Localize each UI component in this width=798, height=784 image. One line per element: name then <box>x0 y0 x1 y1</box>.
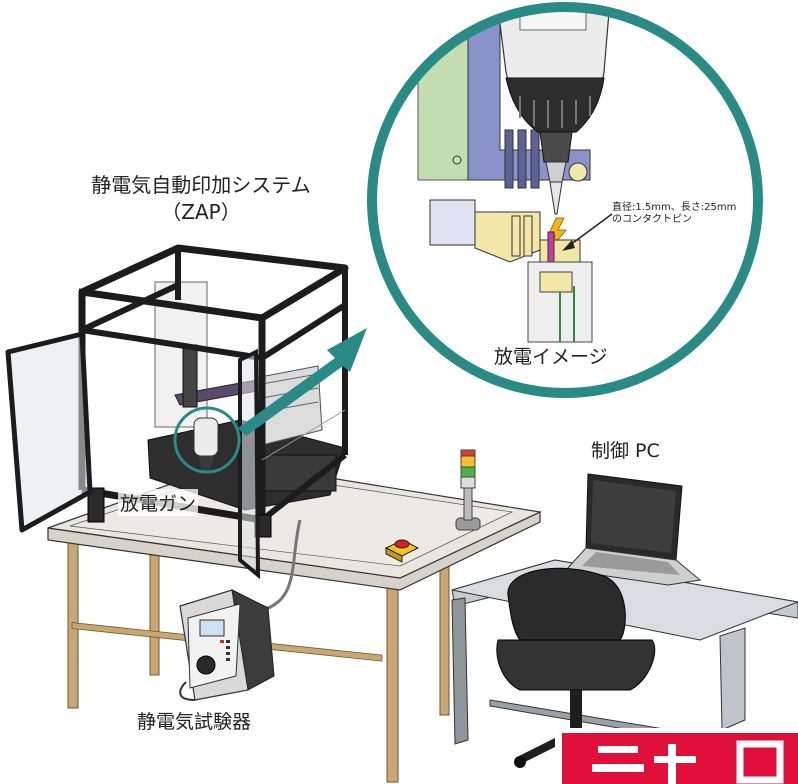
contact-pin-line1: 直径:1.5mm、長さ:25mm <box>612 202 737 213</box>
esd-tester <box>179 519 302 701</box>
discharge-gun-callout <box>173 328 367 474</box>
system-title-line2: （ZAP） <box>161 200 241 224</box>
control-pc-label: 制御 PC <box>591 440 660 462</box>
contact-pin-line2: のコンタクトピン <box>612 214 692 225</box>
magnified-view <box>367 2 763 398</box>
esd-tester-label: 静電気試験器 <box>137 711 252 733</box>
red-stamp-logo <box>555 728 798 784</box>
system-title-line1: 静電気自動印加システム <box>91 173 311 197</box>
signal-tower-icon <box>455 449 481 531</box>
system-title: 静電気自動印加システム （ZAP） <box>60 172 342 226</box>
laptop-icon <box>564 473 702 586</box>
discharge-image-label: 放電イメージ <box>494 346 608 368</box>
emergency-stop-icon <box>384 539 420 563</box>
contact-pin-label: 直径:1.5mm、長さ:25mm のコンタクトピン <box>612 202 736 226</box>
discharge-gun-label: 放電ガン <box>118 489 199 516</box>
